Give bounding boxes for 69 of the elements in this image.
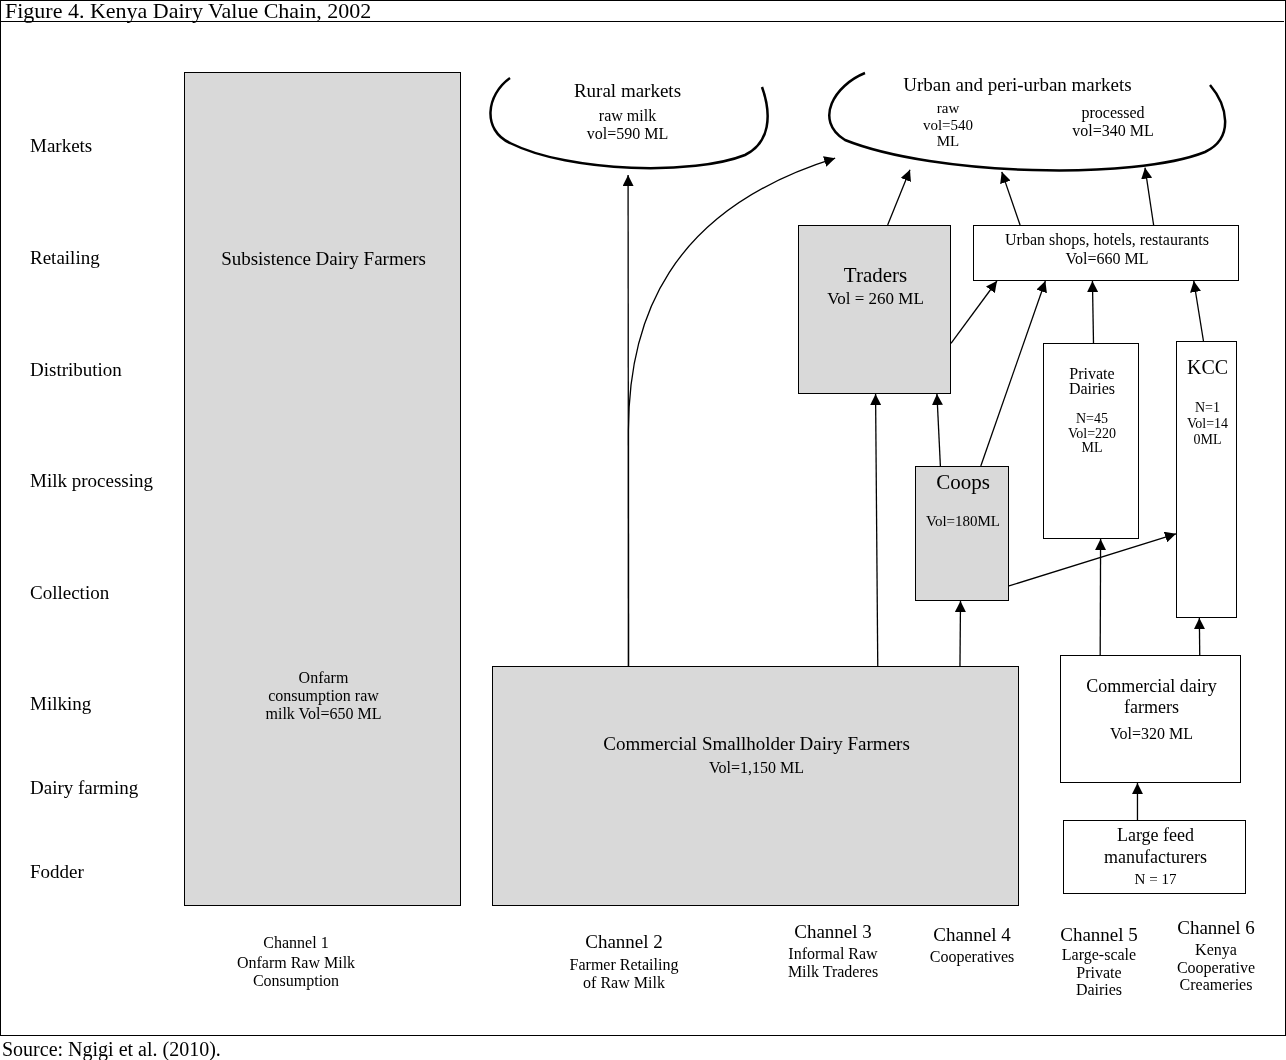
channel-heading: Channel 1 <box>262 934 330 952</box>
process-box <box>492 666 1019 906</box>
channel-label: Cooperatives <box>928 948 1016 966</box>
arrow <box>950 280 998 344</box>
channel-heading: Channel 2 <box>584 932 664 953</box>
channel-label: Informal Raw Milk Traderes <box>786 945 880 981</box>
channel-heading: Channel 6 <box>1176 918 1256 939</box>
node-title: Private Dairies <box>1067 366 1117 397</box>
arrow <box>1087 280 1099 344</box>
channel-heading: Channel 5 <box>1059 925 1139 946</box>
stage-label: Dairy farming <box>30 778 140 799</box>
process-box <box>1063 820 1246 894</box>
node-title: Coops <box>935 471 991 495</box>
arrow <box>1000 171 1021 226</box>
node-text: Vol=1,150 ML <box>708 759 805 777</box>
node-title: Large feed manufacturers <box>1103 825 1208 869</box>
node-text: N=45 Vol=220 ML <box>1066 412 1118 457</box>
arrow <box>1095 538 1107 656</box>
process-box <box>1176 341 1237 618</box>
arrow <box>1131 782 1143 821</box>
process-box <box>915 466 1009 601</box>
arrow <box>931 393 943 467</box>
process-box <box>973 225 1239 281</box>
node-title: Commercial dairy farmers <box>1085 676 1218 718</box>
process-box <box>184 72 461 906</box>
node-text: Vol = 260 ML <box>826 290 925 309</box>
channel-label: Large-scale Private Dairies <box>1060 946 1138 999</box>
arrow <box>870 393 882 667</box>
node-text: N = 17 <box>1133 871 1178 888</box>
stage-label: Distribution <box>30 360 123 381</box>
arrow <box>1008 531 1177 587</box>
node-text: Vol=320 ML <box>1109 725 1194 743</box>
node-text: Onfarm consumption raw milk Vol=650 ML <box>264 669 383 723</box>
node-text: Vol=660 ML <box>1064 250 1150 268</box>
stage-label: Milk processing <box>30 471 154 492</box>
node-title: Subsistence Dairy Farmers <box>220 248 427 270</box>
arrow <box>887 169 911 226</box>
node-title: KCC <box>1185 356 1230 378</box>
stage-label: Retailing <box>30 248 101 269</box>
arrow <box>1141 167 1155 226</box>
node-text: N=1 Vol=140ML <box>1185 400 1230 449</box>
node-text: raw vol=540 ML <box>921 100 975 150</box>
node-title: Rural markets <box>572 81 683 102</box>
process-box <box>1060 655 1241 783</box>
node-title: Urban and peri-urban markets <box>902 75 1133 96</box>
channel-label: Onfarm Raw Milk Consumption <box>235 954 357 990</box>
stage-label: Markets <box>30 136 94 157</box>
figure-title: Figure 4. Kenya Dairy Value Chain, 2002 <box>5 0 372 24</box>
node-text: raw milk vol=590 ML <box>585 107 670 143</box>
arrow <box>1193 617 1205 656</box>
channel-heading: Channel 3 <box>793 922 873 943</box>
node-text: Vol=180ML <box>925 513 1001 530</box>
node-text: processed vol=340 ML <box>1071 104 1155 140</box>
channel-heading: Channel 4 <box>932 925 1012 946</box>
stage-label: Collection <box>30 583 111 604</box>
stage-label: Milking <box>30 694 93 715</box>
channel-label: Kenya Cooperative Creameries <box>1175 941 1257 994</box>
arrow <box>980 280 1047 467</box>
arrow <box>1190 280 1205 342</box>
stage-label: Fodder <box>30 862 85 883</box>
node-title: Traders <box>842 264 909 288</box>
figure-caption: Source: Ngigi et al. (2010). <box>2 1039 221 1059</box>
node-title: Commercial Smallholder Dairy Farmers <box>602 733 911 755</box>
channel-label: Farmer Retailing of Raw Milk <box>568 956 680 992</box>
node-title: Urban shops, hotels, restaurants <box>1004 231 1210 249</box>
process-box <box>798 225 951 394</box>
arrow <box>954 600 966 667</box>
process-box <box>1043 343 1139 539</box>
arrow <box>627 156 836 667</box>
